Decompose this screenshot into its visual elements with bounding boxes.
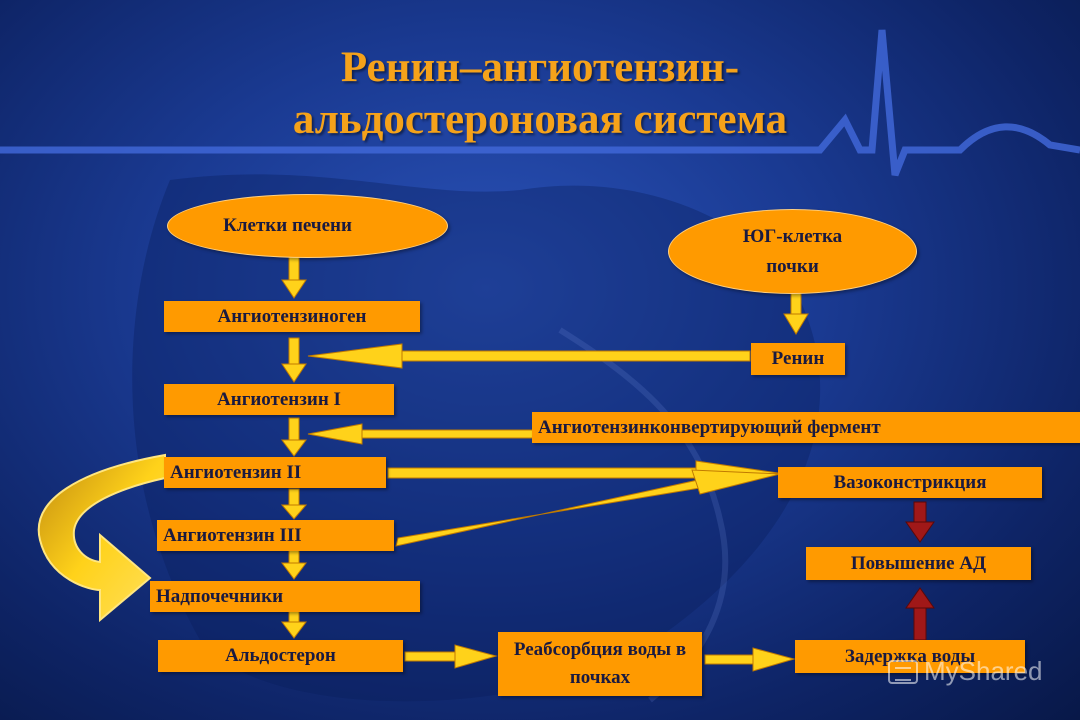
- node-angiotensin-3: Ангиотензин III: [157, 520, 394, 551]
- title-line-1: Ренин–ангиотензин-: [340, 44, 740, 91]
- node-bp-increase-label: Повышение АД: [850, 552, 987, 574]
- node-jg-cell: ЮГ-клетка почки: [668, 209, 917, 294]
- node-ace: Ангиотензинконвертирующий фермент: [532, 412, 1080, 443]
- node-water-retention: Задержка воды: [795, 640, 1025, 673]
- node-aldosterone-label: Альдостерон: [225, 645, 336, 666]
- node-aldosterone: Альдостерон: [158, 640, 403, 672]
- node-angiotensin-2: Ангиотензин II: [164, 457, 386, 488]
- node-renin: Ренин: [751, 343, 845, 375]
- node-adrenals: Надпочечники: [150, 581, 420, 612]
- presentation-icon: [888, 659, 918, 684]
- node-water-retention-label: Задержка воды: [844, 645, 976, 667]
- node-angiotensinogen: Ангиотензиноген: [164, 301, 420, 332]
- node-ace-label: Ангиотензинконвертирующий фермент: [538, 416, 881, 438]
- node-angiotensin-2-label: Ангиотензин II: [170, 461, 302, 483]
- node-vasoconstriction: Вазоконстрикция: [778, 467, 1042, 498]
- node-angiotensinogen-label: Ангиотензиноген: [217, 305, 367, 327]
- node-liver-cells-label: Клетки печени: [223, 215, 352, 236]
- node-reabsorption: Реабсорбция воды в почках: [498, 632, 702, 696]
- node-liver-cells: Клетки печени: [167, 194, 448, 258]
- node-bp-increase: Повышение АД: [806, 547, 1031, 580]
- node-renin-label: Ренин: [771, 348, 825, 369]
- node-jg-cell-label: ЮГ-клетка почки: [742, 225, 843, 277]
- watermark: MyShared: [888, 656, 1043, 687]
- ecg-line: [0, 29, 1080, 177]
- title-line-2: альдостероновая система: [292, 96, 788, 143]
- node-adrenals-label: Надпочечники: [156, 585, 284, 607]
- node-angiotensin-1-label: Ангиотензин I: [217, 388, 341, 410]
- watermark-text: MyShared: [924, 656, 1043, 686]
- node-angiotensin-1: Ангиотензин I: [164, 384, 394, 415]
- page-title: Ренин–ангиотензин- альдостероновая систе…: [0, 42, 1080, 146]
- node-reabsorption-label: Реабсорбция воды в почках: [513, 639, 687, 688]
- node-angiotensin-3-label: Ангиотензин III: [163, 524, 302, 546]
- node-vasoconstriction-label: Вазоконстрикция: [833, 471, 987, 493]
